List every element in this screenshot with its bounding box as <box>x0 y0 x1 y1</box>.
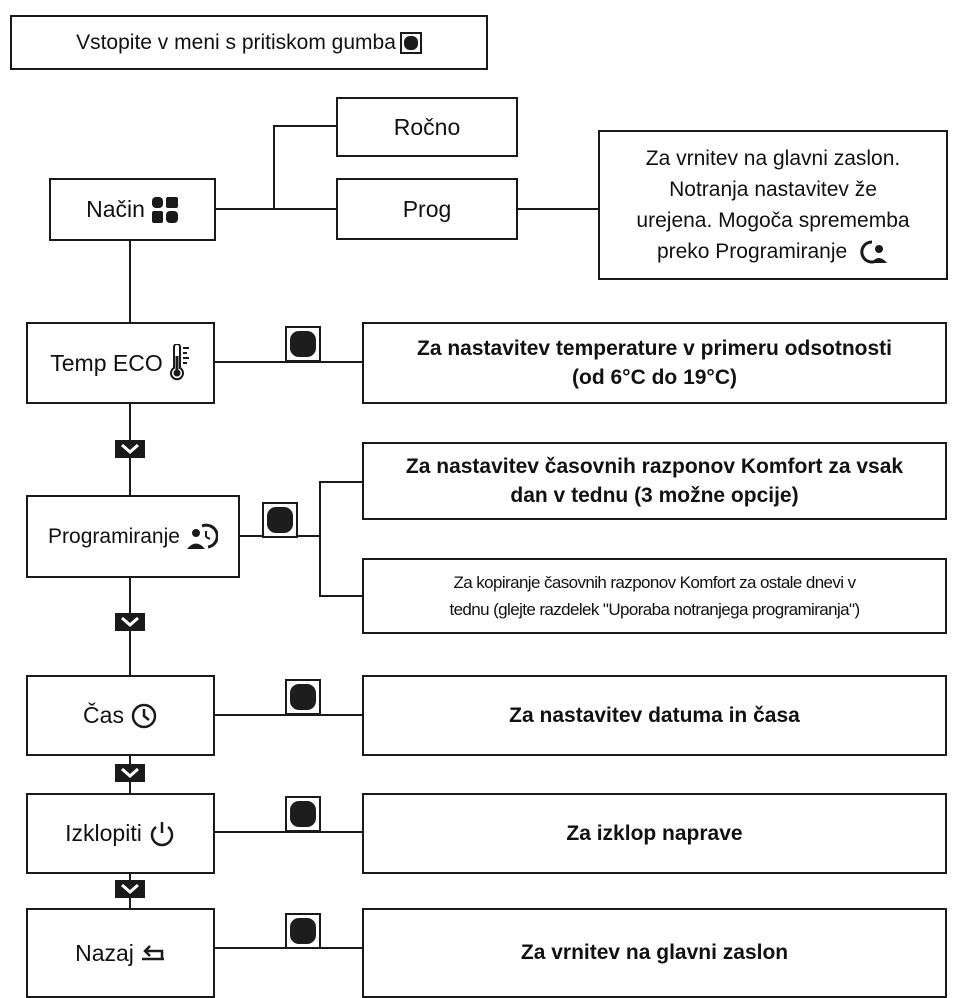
description-line: Za nastavitev temperature v primeru odso… <box>417 337 892 360</box>
clock-icon <box>131 703 157 728</box>
description-line: Za vrnitev na glavni zaslon <box>520 941 789 964</box>
menu-item-power-off[interactable]: Izklopiti <box>26 793 215 874</box>
mode-option-label: Ročno <box>393 113 461 140</box>
description-line: dan v tednu (3 možne opcije) <box>510 484 799 507</box>
programming-description-set: Za nastavitev časovnih razponov Komfort … <box>362 442 947 520</box>
ok-button-icon[interactable] <box>285 326 321 362</box>
prog-note-line: Za vrnitev na glavni zaslon. <box>645 147 901 170</box>
prog-note-line: urejena. Mogoča sprememba <box>636 209 910 232</box>
temp-eco-label: Temp ECO <box>50 349 163 376</box>
description-line: Za kopiranje časovnih razponov Komfort z… <box>453 573 856 592</box>
description-line: Za izklop naprave <box>566 822 743 845</box>
description-line: (od 6°C do 19°C) <box>572 366 737 389</box>
menu-item-back[interactable]: Nazaj <box>26 908 215 998</box>
temp-eco-description: Za nastavitev temperature v primeru odso… <box>362 322 947 404</box>
prog-note: Za vrnitev na glavni zaslon. Notranja na… <box>598 130 948 280</box>
description-line: Za nastavitev datuma in časa <box>509 704 800 727</box>
description-line: tednu (glejte razdelek "Uporaba notranje… <box>449 600 860 619</box>
ok-button-icon[interactable] <box>285 679 321 715</box>
programming-clock-icon <box>860 240 888 264</box>
power-icon <box>150 821 174 846</box>
ok-button-icon[interactable] <box>285 913 321 949</box>
time-description: Za nastavitev datuma in časa <box>362 675 947 756</box>
back-label: Nazaj <box>75 939 134 966</box>
chevron-down-icon <box>115 880 145 898</box>
chevron-down-icon <box>115 613 145 631</box>
power-off-label: Izklopiti <box>65 820 142 846</box>
menu-item-mode[interactable]: Način <box>49 178 216 241</box>
menu-entry-text: Vstopite v meni s pritiskom gumba <box>76 31 396 54</box>
mode-option-label: Prog <box>402 195 452 222</box>
mode-label: Način <box>86 196 145 222</box>
chevron-down-icon <box>115 440 145 458</box>
prog-note-line: Notranja nastavitev že <box>669 178 877 201</box>
menu-entry-instruction: Vstopite v meni s pritiskom gumba <box>10 15 488 70</box>
description-line: Za nastavitev časovnih razponov Komfort … <box>405 455 904 478</box>
menu-item-temp-eco[interactable]: Temp ECO <box>26 322 215 404</box>
prog-note-line: preko Programiranje <box>657 236 889 267</box>
time-label: Čas <box>83 702 124 728</box>
ok-button-icon <box>399 31 422 54</box>
programming-label: Programiranje <box>48 524 180 548</box>
mode-grid-icon <box>151 196 178 223</box>
back-description: Za vrnitev na glavni zaslon <box>362 908 947 998</box>
mode-option-prog[interactable]: Prog <box>336 178 518 240</box>
ok-button-icon[interactable] <box>285 796 321 832</box>
menu-item-programming[interactable]: Programiranje <box>26 495 240 578</box>
programming-description-copy: Za kopiranje časovnih razponov Komfort z… <box>362 558 947 634</box>
programming-clock-icon <box>186 523 218 549</box>
mode-option-rocno[interactable]: Ročno <box>336 97 518 157</box>
ok-button-icon[interactable] <box>262 502 298 538</box>
power-off-description: Za izklop naprave <box>362 793 947 874</box>
chevron-down-icon <box>115 764 145 782</box>
thermometer-icon <box>169 344 189 381</box>
back-arrow-icon <box>141 945 164 961</box>
menu-item-time[interactable]: Čas <box>26 675 215 756</box>
